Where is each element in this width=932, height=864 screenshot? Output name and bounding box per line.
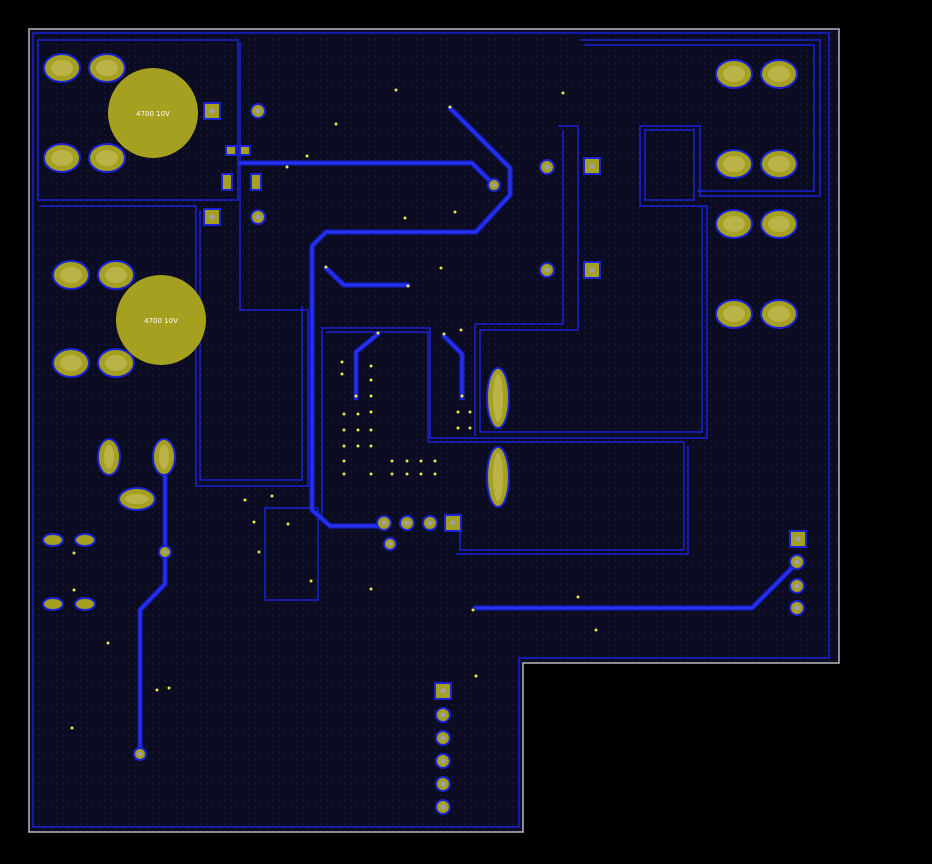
pad-drills bbox=[138, 108, 801, 810]
board-outline bbox=[28, 28, 840, 833]
trace bbox=[137, 105, 800, 757]
electrolytic-capacitor-2[interactable]: 4700 10V bbox=[116, 275, 206, 365]
oval-pad-drills bbox=[51, 60, 790, 504]
cap1-label: 4700 10V bbox=[136, 110, 170, 118]
cap2-label: 4700 10V bbox=[144, 317, 178, 325]
via bbox=[70, 88, 598, 730]
electrolytic-capacitor-1[interactable]: 4700 10V bbox=[108, 68, 198, 158]
copper-pour bbox=[29, 29, 839, 832]
pour-outlines bbox=[32, 32, 830, 828]
